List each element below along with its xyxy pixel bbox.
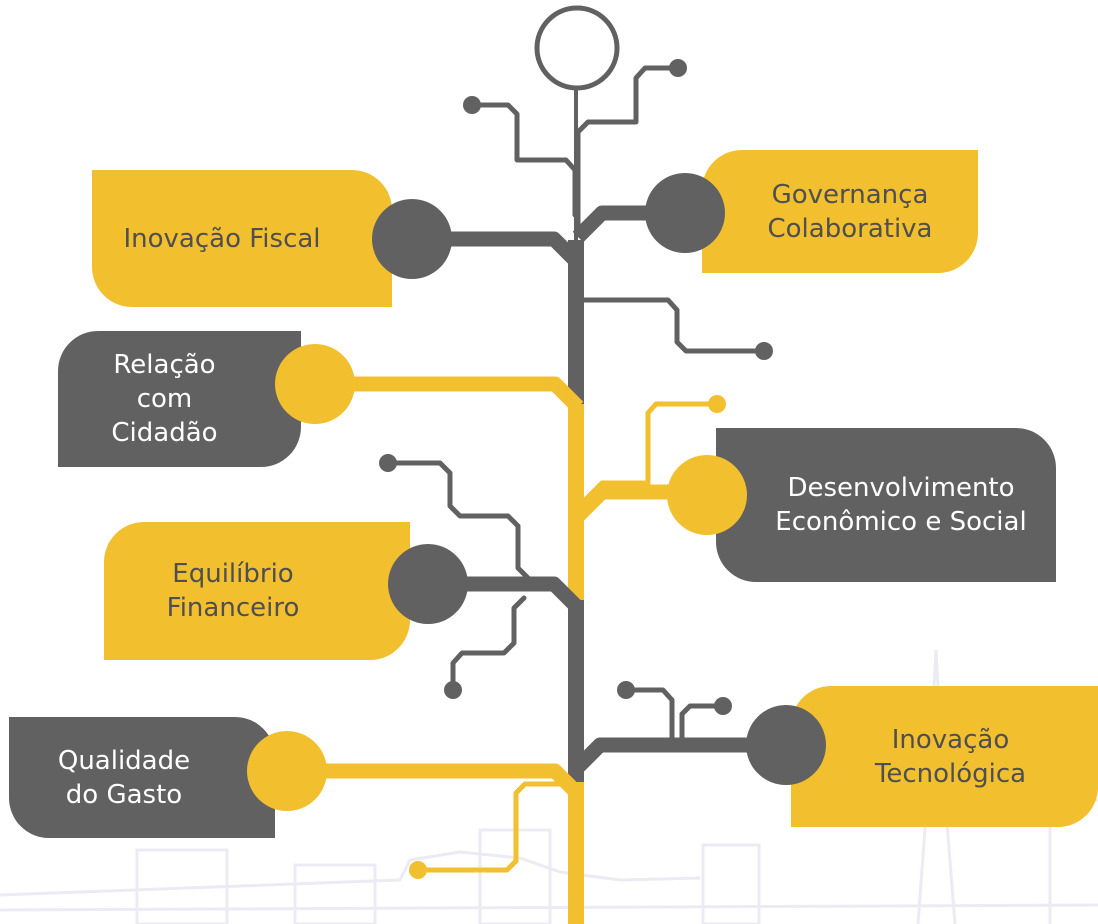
branch-qualidade-do-gasto (287, 763, 584, 800)
thin-branch (469, 102, 578, 218)
branch-equilibrio-financeiro (428, 576, 584, 614)
pillar-equilibrio-financeiro: Equilíbrio Financeiro (104, 522, 410, 660)
pillar-label: Governança Colaborativa (767, 179, 933, 244)
thin-branch (415, 781, 563, 873)
branch-desenvolvimento (572, 484, 707, 522)
pillar-label: Equilíbrio Financeiro (166, 559, 300, 623)
thin-branch (679, 703, 726, 745)
pillar-label: Inovação Tecnológica (874, 724, 1027, 789)
pillar-desenvolvimento-economico-social: Desenvolvimento Econômico e Social (716, 428, 1056, 582)
thin-branch (385, 460, 531, 581)
pillar-label: Inovação Fiscal (123, 223, 321, 254)
branch-inovacao-fiscal (412, 231, 584, 269)
terminal-dot (755, 342, 773, 360)
thin-branch (573, 297, 767, 354)
terminal-dot (444, 681, 462, 699)
terminal-dots (379, 59, 773, 879)
pillar-inovacao-fiscal: Inovação Fiscal (92, 170, 392, 307)
thin-branch (450, 595, 527, 693)
terminal-dot (714, 697, 732, 715)
pillar-label: Desenvolvimento Econômico e Social (775, 473, 1027, 537)
pillar-label: Relação com Cidadão (111, 350, 218, 448)
terminal-dot (409, 861, 427, 879)
thin-branch (575, 65, 681, 228)
pillar-governanca-colaborativa: Governança Colaborativa (702, 150, 978, 273)
branch-governanca-colaborativa (572, 205, 685, 243)
terminal-dot (708, 395, 726, 413)
top-ring (534, 5, 620, 91)
terminal-dot (669, 59, 687, 77)
terminal-dot (463, 96, 481, 114)
terminal-dot (379, 454, 397, 472)
pillar-relacao-com-cidadao: Relação com Cidadão (58, 331, 301, 467)
terminal-dot (617, 681, 635, 699)
thin-branch (623, 687, 675, 745)
pillar-inovacao-tecnologica: Inovação Tecnológica (791, 686, 1098, 827)
branch-inovacao-tecnologica (572, 737, 786, 773)
pillar-label: Qualidade do Gasto (57, 745, 191, 810)
branch-relacao-com-cidadao (315, 376, 584, 413)
pillar-qualidade-do-gasto: Qualidade do Gasto (9, 717, 275, 838)
